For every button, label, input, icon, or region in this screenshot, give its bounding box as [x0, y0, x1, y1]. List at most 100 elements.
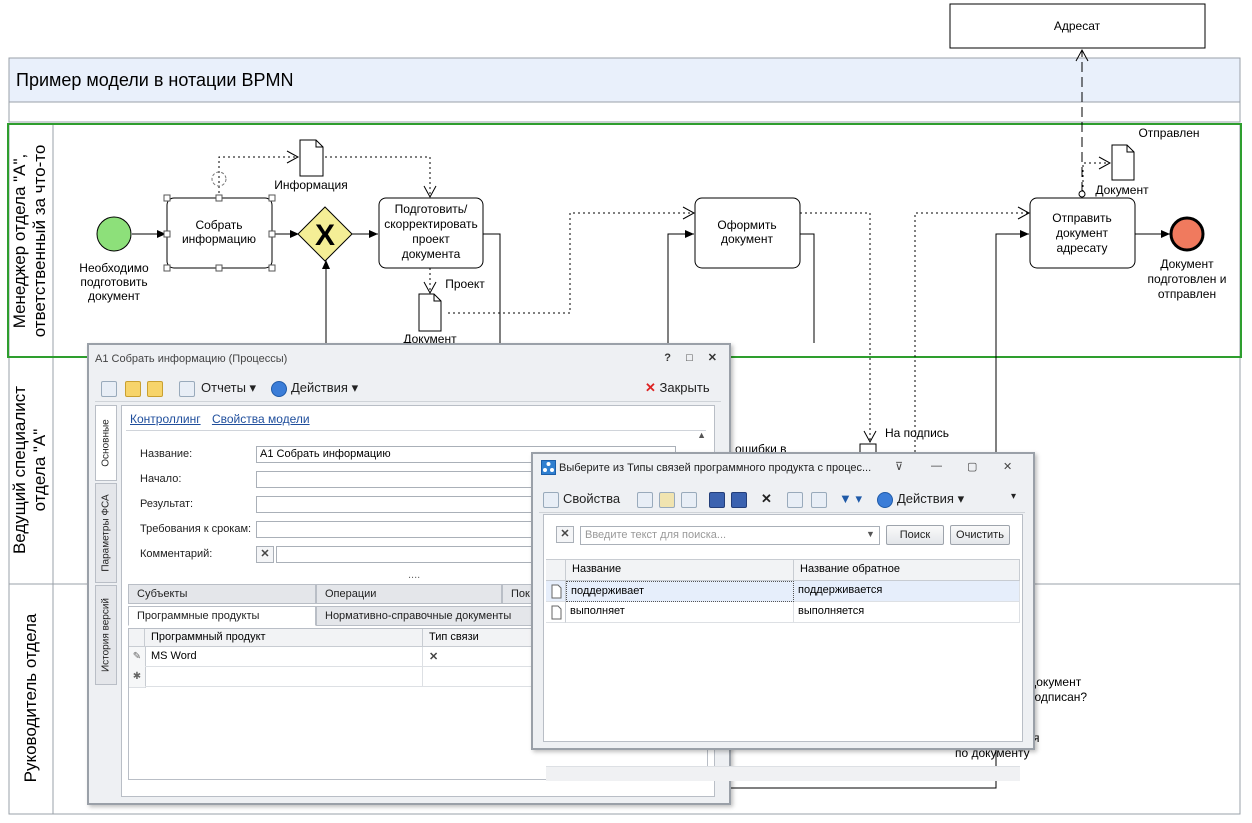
clear-button[interactable]: Очистить — [950, 525, 1010, 545]
filter-icon[interactable]: ▼ ▾ — [839, 491, 863, 506]
link-icon[interactable] — [147, 381, 163, 397]
tab-reference-docs[interactable]: Нормативно-справочные документы — [316, 606, 532, 626]
table-row-product[interactable]: MS Word — [145, 647, 423, 667]
svg-text:отправлен: отправлен — [1158, 287, 1216, 301]
data-object-for-signature[interactable]: На подпись — [859, 426, 949, 455]
edit-icon[interactable] — [543, 492, 559, 508]
refresh-icon[interactable] — [787, 492, 803, 508]
data-object-project[interactable]: Проект Документ — [403, 277, 485, 346]
svg-text:Проект: Проект — [445, 277, 485, 291]
column-reverse-name[interactable]: Название обратное — [794, 560, 1020, 581]
link-types-grid: Название Название обратное поддерживает … — [546, 559, 1020, 781]
link-model-properties[interactable]: Свойства модели — [211, 412, 310, 426]
svg-text:ответственный за что-то: ответственный за что-то — [30, 145, 49, 338]
copy-icon[interactable] — [681, 492, 697, 508]
task-format-document[interactable]: Оформить документ — [694, 197, 801, 269]
actions-menu[interactable]: Действия ▾ — [291, 380, 359, 395]
table-row-name[interactable]: поддерживает — [566, 581, 794, 602]
tab-operations[interactable]: Операции — [316, 584, 502, 604]
data-object-document-sent[interactable]: Документ Отправлен — [1095, 126, 1199, 197]
horizontal-scrollbar[interactable] — [546, 766, 1020, 781]
search-clear-icon[interactable]: ✕ — [556, 526, 574, 543]
end-event[interactable]: Документ подготовлен и отправлен — [1148, 216, 1227, 301]
column-software[interactable]: Программный продукт — [145, 629, 423, 647]
folder-icon[interactable] — [659, 492, 675, 508]
reports-menu[interactable]: Отчеты ▾ — [201, 380, 257, 395]
window-title: А1 Собрать информацию (Процессы) — [95, 353, 288, 365]
new-row-cell[interactable] — [145, 667, 423, 687]
close-button[interactable]: ✕ Закрыть — [645, 380, 710, 395]
minimize-icon[interactable]: — — [931, 460, 942, 472]
tab-software[interactable]: Программные продукты — [128, 606, 316, 626]
svg-text:Ведущий специалист: Ведущий специалист — [10, 386, 29, 554]
actions-icon — [877, 492, 893, 508]
data-object-info[interactable]: Информация — [274, 139, 348, 192]
actions-menu[interactable]: Действия ▾ — [897, 491, 965, 506]
table-row-name[interactable]: выполняет — [566, 602, 794, 623]
rotate-handle-icon[interactable] — [211, 171, 227, 187]
tab-fsa-params[interactable]: Параметры ФСА — [95, 483, 117, 583]
selection-handles[interactable] — [163, 194, 276, 272]
label-notes: я — [1033, 731, 1040, 745]
clear-icon[interactable]: ✕ — [429, 651, 439, 663]
close-icon[interactable]: ✕ — [1003, 461, 1013, 473]
svg-text:отдела "А": отдела "А" — [30, 429, 49, 512]
addressee-label: Адресат — [1054, 19, 1101, 33]
print-icon[interactable] — [179, 381, 195, 397]
table-row-reverse[interactable]: выполняется — [794, 602, 1020, 623]
svg-text:документа: документа — [402, 247, 461, 261]
move-icon[interactable] — [125, 381, 141, 397]
start-label: Начало: — [140, 473, 182, 485]
document-icon — [546, 602, 566, 623]
link-controlling[interactable]: Контроллинг — [130, 412, 201, 426]
new-icon[interactable] — [637, 492, 653, 508]
save-all-icon[interactable] — [731, 492, 747, 508]
search-input[interactable]: Введите текст для поиска... — [580, 526, 880, 545]
svg-text:X: X — [315, 219, 335, 252]
addressee-pool[interactable]: Адресат — [949, 3, 1206, 49]
svg-text:Собрать: Собрать — [195, 218, 242, 232]
svg-text:подготовить: подготовить — [80, 275, 147, 289]
svg-text:информацию: информацию — [182, 232, 256, 246]
comment-label: Комментарий: — [140, 548, 213, 560]
svg-text:Руководитель отдела: Руководитель отдела — [21, 613, 40, 782]
scroll-up-icon[interactable]: ▲ — [697, 430, 706, 440]
duplicate-icon[interactable] — [811, 492, 827, 508]
label-signed-1: Документ — [1028, 675, 1082, 689]
lane-label-manager: Менеджер отдела "А", ответственный за чт… — [10, 145, 49, 338]
table-row-reverse[interactable]: поддерживается — [794, 581, 1020, 602]
pin-icon[interactable]: ⊽ — [895, 461, 904, 473]
start-event[interactable]: Необходимо подготовить документ — [79, 216, 149, 303]
tab-main[interactable]: Основные — [95, 405, 117, 481]
dialog-title-buttons: ⊽ — ▢ ✕ — [893, 460, 1023, 474]
svg-text:Подготовить/: Подготовить/ — [395, 202, 468, 216]
task-collect-info[interactable]: Собрать информацию — [163, 171, 276, 272]
maximize-icon[interactable]: ▢ — [967, 461, 978, 473]
svg-text:документ: документ — [721, 232, 773, 246]
window-title-buttons[interactable]: ? □ ✕ — [664, 352, 723, 364]
panel-links: Контроллинг Свойства модели — [130, 412, 318, 426]
tab-subjects[interactable]: Субъекты — [128, 584, 316, 604]
save-icon[interactable] — [709, 492, 725, 508]
search-row: ✕ Введите текст для поиска... ▼ Поиск Оч… — [556, 525, 1010, 547]
overflow-icon[interactable]: ▾ — [1011, 491, 1017, 502]
svg-text:Информация: Информация — [274, 178, 347, 192]
svg-text:Отправить: Отправить — [1052, 211, 1112, 225]
comment-clear-icon[interactable]: ✕ — [256, 546, 274, 563]
refresh-icon[interactable] — [101, 381, 117, 397]
column-name[interactable]: Название — [566, 560, 794, 581]
select-link-type-dialog[interactable]: Выберите из Типы связей программного про… — [531, 452, 1035, 781]
tab-version-history[interactable]: История версий — [95, 585, 117, 685]
splitter[interactable]: .... — [408, 569, 421, 581]
name-label: Название: — [140, 448, 193, 460]
svg-text:Документ: Документ — [1160, 257, 1214, 271]
svg-text:Менеджер отдела "А",: Менеджер отдела "А", — [10, 154, 29, 329]
exclusive-gateway[interactable]: X — [297, 206, 353, 262]
search-dropdown-icon[interactable]: ▼ — [866, 529, 875, 539]
delete-icon[interactable]: ✕ — [761, 491, 772, 506]
task-send-document[interactable]: Отправить документ адресату — [1029, 197, 1136, 269]
find-button[interactable]: Поиск — [886, 525, 944, 545]
properties-button[interactable]: Свойства — [563, 491, 621, 506]
task-prepare-draft[interactable]: Подготовить/ скорректировать проект доку… — [378, 197, 484, 269]
svg-text:документ: документ — [88, 289, 140, 303]
